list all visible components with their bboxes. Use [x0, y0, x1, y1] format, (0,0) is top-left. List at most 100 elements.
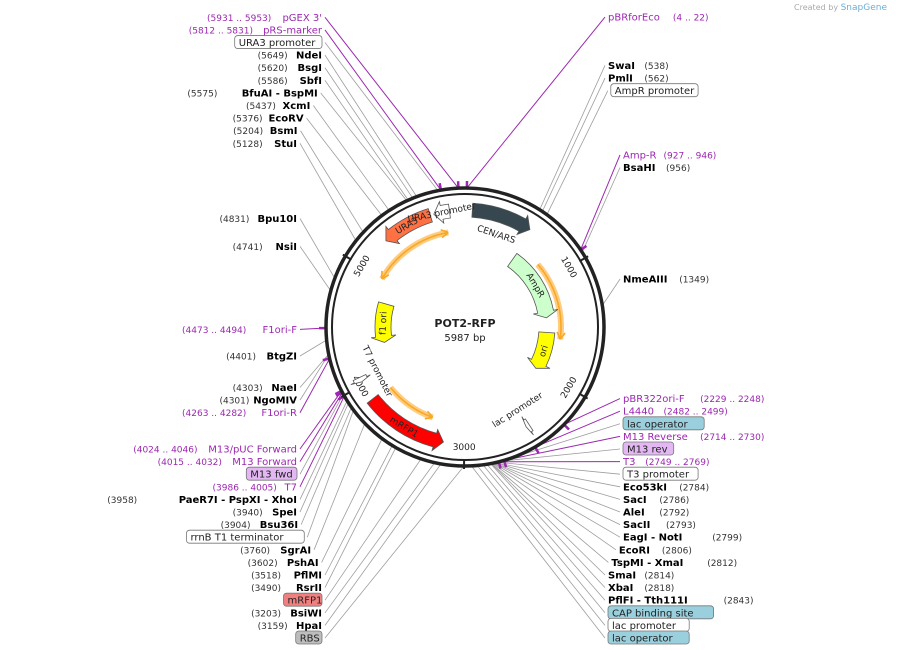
label-sacii: SacII (2793) — [623, 520, 696, 531]
label-name: rrnB T1 terminator — [190, 533, 284, 544]
feature-name: lac promoter — [491, 391, 545, 430]
label-coord: (2812) — [707, 559, 737, 569]
label-nsii: NsiI(4741) — [233, 242, 297, 253]
leader-line — [312, 105, 390, 211]
leader-line — [299, 218, 336, 279]
label-coord: (3159) — [258, 622, 288, 632]
label-coord: (1349) — [679, 276, 709, 286]
leader-line — [299, 402, 349, 513]
label-box — [245, 466, 298, 481]
label-coord: (4401) — [226, 352, 256, 362]
label-bsahi: BsaHI(956) — [623, 163, 690, 174]
leader-line — [546, 90, 609, 215]
label-name: PflMI — [294, 571, 322, 582]
primer-mark — [334, 390, 342, 396]
label-box — [283, 592, 323, 607]
label-coord: (2482 .. 2499) — [664, 408, 728, 418]
label-coord: (4 .. 22) — [673, 14, 709, 24]
label-coord: (5128) — [233, 140, 263, 150]
label-coord: (5812 .. 5831) — [189, 26, 253, 36]
credit-prefix: Created by — [794, 3, 839, 12]
label-coord: (2229 .. 2248) — [700, 395, 764, 405]
plasmid-name: POT2-RFP — [434, 317, 495, 330]
label-name: NsiI — [276, 242, 297, 253]
label-alei: AleI(2792) — [623, 508, 689, 519]
label-name: lac operator — [627, 419, 688, 430]
leader-line — [486, 464, 606, 601]
label-name: SmaI — [608, 571, 636, 582]
tick-mark — [578, 392, 589, 400]
label-name: SwaI — [608, 61, 635, 72]
label-coord: (3986 .. 4005) — [213, 483, 277, 493]
label-stui: StuI(5128) — [233, 139, 297, 150]
orf-line — [537, 263, 562, 340]
leader-line — [580, 154, 621, 251]
leader-line — [490, 463, 606, 588]
label-name: EcoRV — [269, 114, 304, 125]
label-name: pGEX 3' — [282, 13, 322, 24]
label-name: URA3 promoter — [239, 38, 317, 49]
label-coord: (4473 .. 4494) — [182, 326, 246, 336]
label-ecorv: EcoRV(5376) — [233, 114, 304, 125]
label-name: NaeI — [271, 383, 297, 394]
feature-ura3-promoter — [433, 200, 451, 225]
label-name: pRS-marker — [263, 25, 323, 36]
label-name: BsgI — [298, 63, 322, 74]
label-name: BtgZI — [266, 351, 297, 362]
leader-line — [494, 462, 621, 500]
label-coord: (5575) — [187, 89, 217, 99]
leader-line — [497, 461, 621, 475]
label-bsu36i: Bsu36I(3904) — [221, 520, 299, 531]
leader-line — [503, 435, 621, 461]
leader-line — [495, 462, 621, 488]
label-name: PmlI — [608, 74, 633, 85]
leader-line — [320, 92, 408, 202]
label-box — [295, 630, 323, 645]
label-pflfi-tth111i: PflFI - Tth111I(2843) — [608, 596, 754, 607]
label-coord: (927 .. 946) — [664, 151, 717, 161]
leader-line — [324, 67, 414, 199]
label-name: AmpR promoter — [615, 86, 695, 97]
label-coord: (2793) — [666, 521, 696, 531]
leader-line — [324, 80, 409, 201]
leader-line — [299, 390, 342, 450]
primer-mark — [563, 424, 570, 431]
snapgene-brand: SnapGene — [840, 3, 887, 13]
label-coord: (2806) — [662, 546, 692, 556]
feature-ura3 — [385, 208, 433, 245]
label-m13-puc-forward: M13/pUC Forward(4024 .. 4046) — [133, 445, 297, 456]
leader-line — [601, 278, 621, 306]
label-name: NmeAIII — [623, 275, 667, 286]
leader-line — [313, 423, 366, 550]
label-coord: (2843) — [724, 597, 754, 607]
label-box — [186, 529, 305, 544]
label-coord: (5649) — [258, 52, 288, 62]
label-name: Bsu36I — [260, 520, 298, 531]
feature-ori — [527, 331, 556, 369]
leader-line — [299, 400, 348, 500]
label-coord: (538) — [644, 62, 668, 72]
feature-name: ori — [538, 344, 551, 358]
orf-line — [389, 387, 434, 419]
leader-line — [306, 117, 383, 216]
primer-mark — [503, 461, 508, 468]
leader-line — [491, 462, 617, 551]
label-xbai: XbaI(2818) — [608, 583, 674, 594]
orf-line — [401, 231, 449, 256]
feature-labels: pBRforEco(4 .. 22)SwaI(538)PmlI(562)AmpR… — [107, 13, 764, 645]
label-name: F1ori-R — [261, 408, 297, 419]
label-name: T3 — [622, 457, 635, 468]
label-bsgi: BsgI(5620) — [258, 63, 322, 74]
label-name: SacII — [623, 520, 650, 531]
label-name: SbfI — [300, 76, 322, 87]
label-f1ori-r: F1ori-R(4263 .. 4282) — [182, 408, 297, 419]
label-pbr322ori-f: pBR322ori-F(2229 .. 2248) — [623, 394, 764, 405]
label-name: L4440 — [623, 407, 654, 418]
label-f1ori-f: F1ori-F(4473 .. 4494) — [182, 325, 297, 336]
tick-mark — [340, 391, 351, 398]
leader-line — [299, 393, 344, 475]
label-name: SacI — [623, 495, 647, 506]
label-name: RBS — [300, 634, 320, 645]
leader-line — [299, 358, 331, 413]
label-m13-fwd: M13 fwd — [245, 466, 298, 481]
